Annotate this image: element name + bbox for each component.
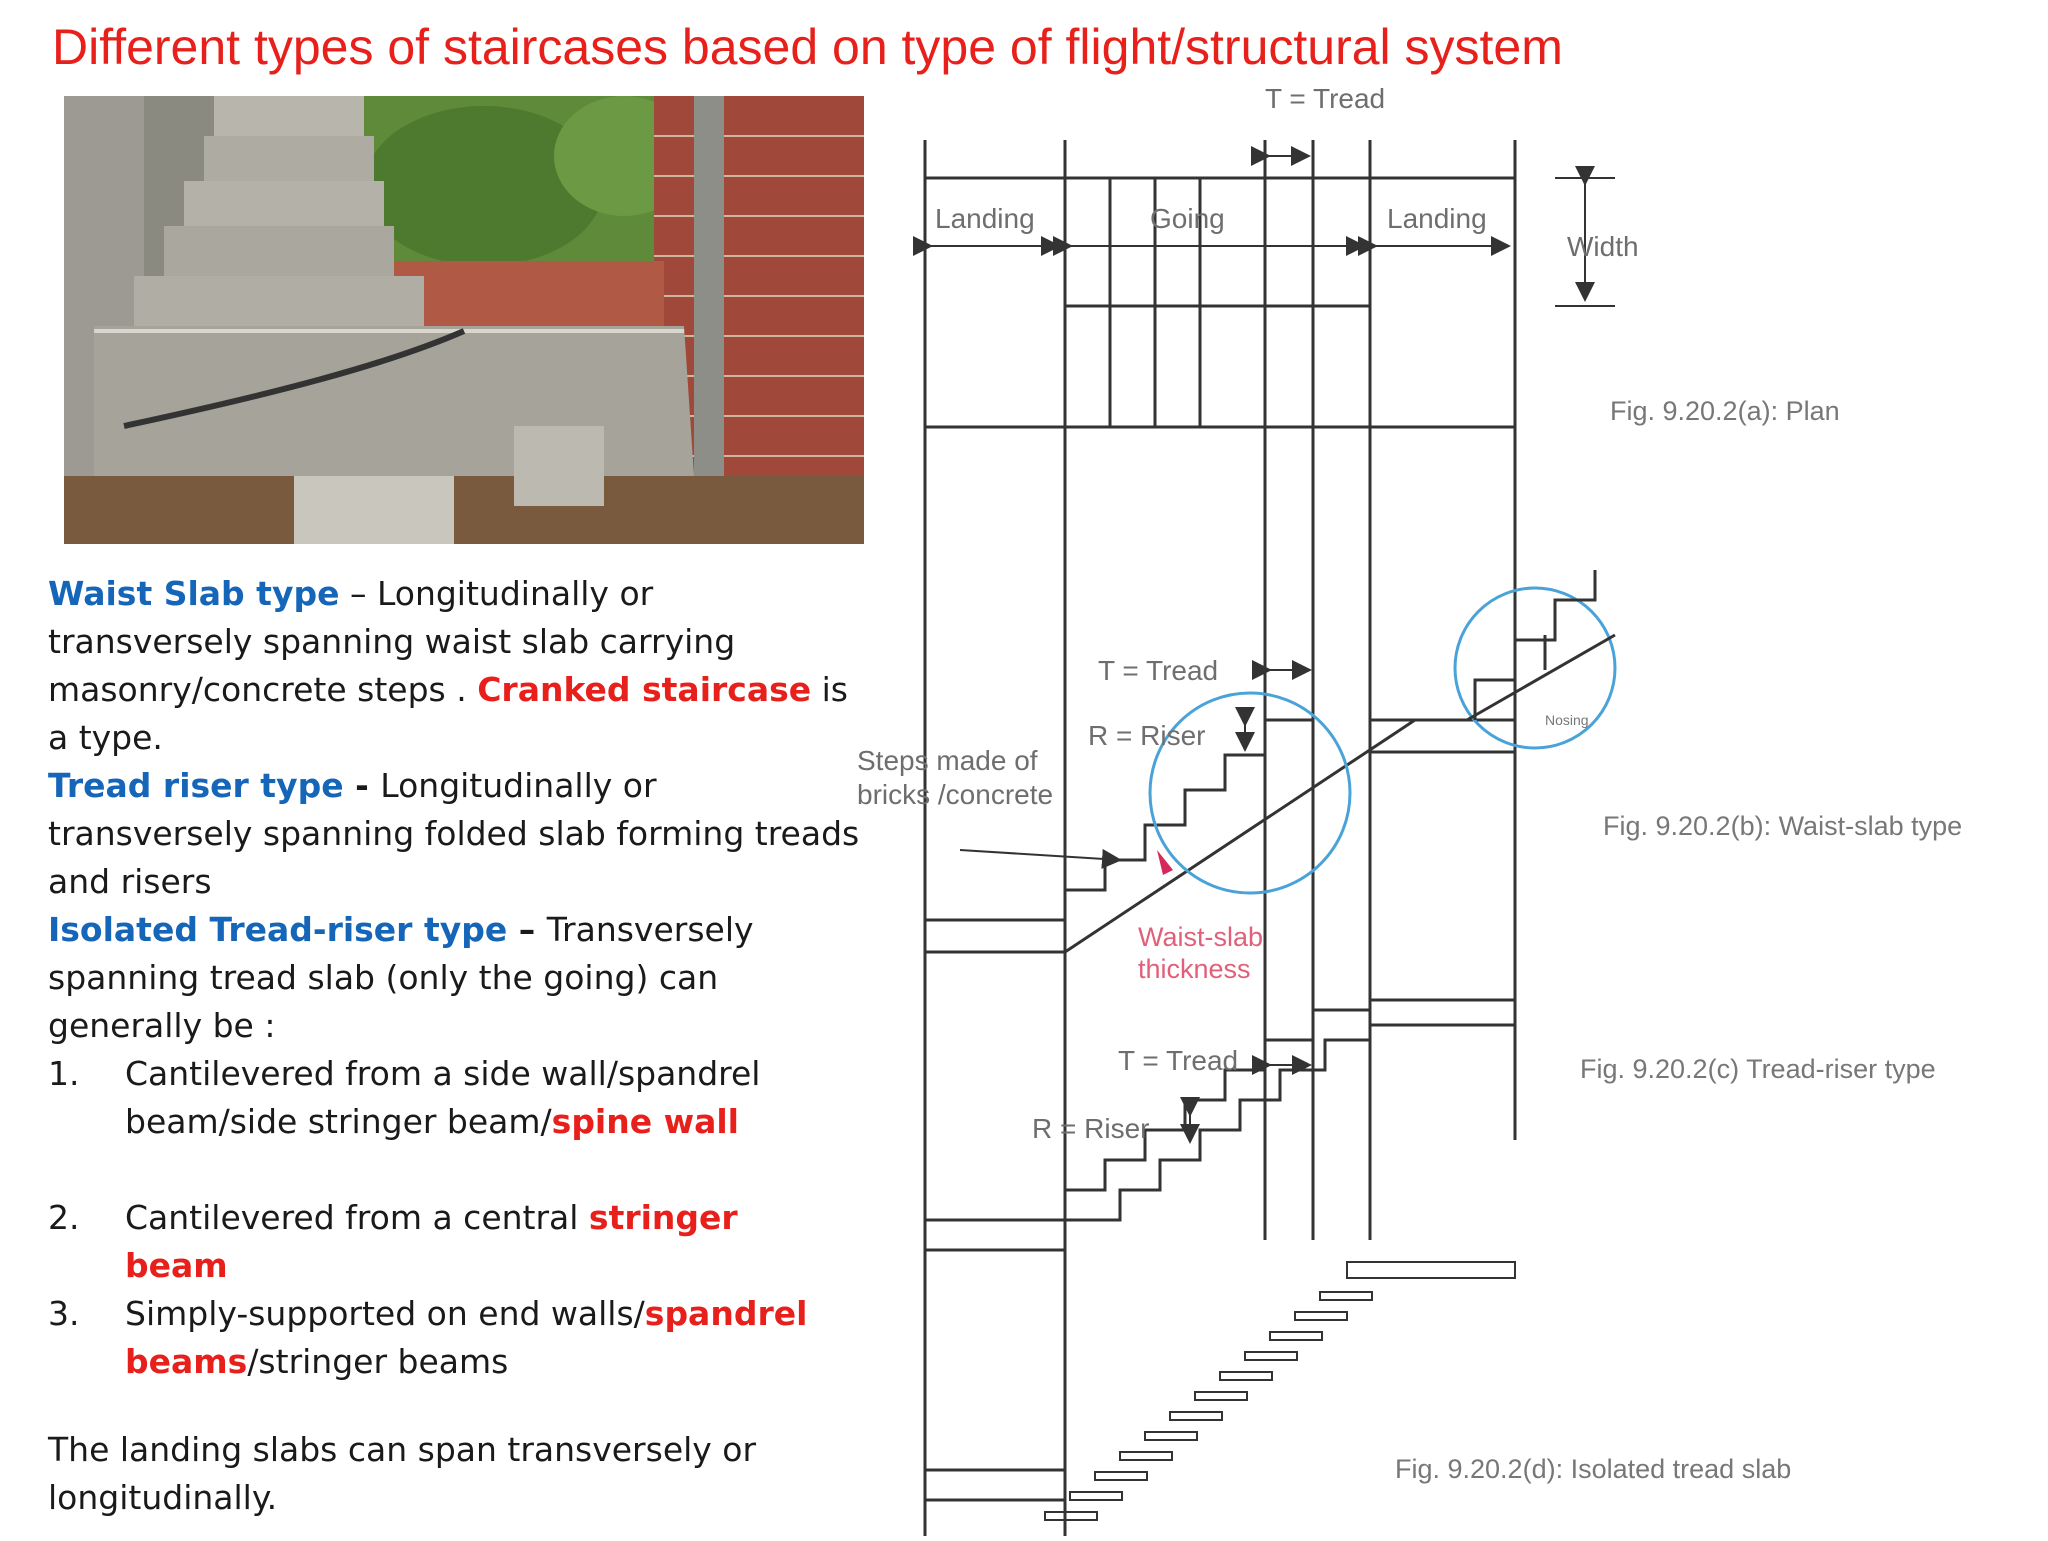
- list-item-1-text: Cantilevered from a side wall/spandrel b…: [125, 1054, 761, 1141]
- waist-slab-separator: –: [339, 574, 377, 613]
- landing-right-label: Landing: [1387, 203, 1487, 234]
- r-riser-c-label: R = Riser: [1032, 1113, 1149, 1144]
- r-riser-b-label: R = Riser: [1088, 720, 1205, 751]
- list-item-2-text: Cantilevered from a central: [125, 1198, 589, 1237]
- nosing-detail-circle: [1453, 586, 1617, 750]
- waist-slab-label: Waist-slab: [1138, 922, 1263, 952]
- waist-slab-paragraph: Waist Slab type – Longitudinally or tran…: [48, 570, 868, 762]
- tread-riser-heading: Tread riser type: [48, 766, 344, 805]
- list-number-3: 3.: [48, 1294, 80, 1333]
- isolated-paragraph: Isolated Tread-riser type – Transversely…: [48, 906, 868, 1050]
- list-number-2: 2.: [48, 1198, 80, 1237]
- waist-slab-text: Longitudinally or transversely spanning …: [48, 574, 736, 709]
- landing-left-label: Landing: [935, 203, 1035, 234]
- list-item-1: Cantilevered from a side wall/spandrel b…: [125, 1050, 845, 1146]
- isolated-separator: –: [507, 910, 547, 949]
- staircase-diagram: T = Tread Landing Going Landing Width Fi…: [855, 80, 2048, 1536]
- cranked-staircase-highlight: Cranked staircase: [477, 670, 812, 709]
- list-item-3: Simply-supported on end walls/spandrel b…: [125, 1290, 845, 1386]
- isolated-text: Transversely spanning tread slab (only t…: [48, 910, 754, 1045]
- t-tread-c-label: T = Tread: [1118, 1045, 1238, 1076]
- width-label: Width: [1567, 231, 1639, 262]
- list-item-2: Cantilevered from a central stringer bea…: [125, 1194, 845, 1290]
- spandrel-beams-highlight: spandrel beams: [125, 1294, 808, 1381]
- tread-riser-text: Longitudinally or transversely spanning …: [48, 766, 860, 901]
- steps-made-of-label: Steps made of: [857, 745, 1038, 776]
- landing-note: The landing slabs can span transversely …: [48, 1430, 757, 1517]
- list-item-3-text: Simply-supported on end walls/: [125, 1294, 645, 1333]
- tread-riser-separator: -: [343, 766, 381, 805]
- detail-circle-b: [1148, 691, 1352, 895]
- fig-d-caption: Fig. 9.20.2(d): Isolated tread slab: [1395, 1454, 1791, 1484]
- isolated-heading: Isolated Tread-riser type: [48, 910, 508, 949]
- slide-title: Different types of staircases based on t…: [52, 19, 1563, 75]
- t-tread-top-label: T = Tread: [1265, 83, 1385, 114]
- tread-riser-paragraph: Tread riser type - Longitudinally or tra…: [48, 762, 868, 906]
- t-tread-b-label: T = Tread: [1098, 655, 1218, 686]
- going-label: Going: [1150, 203, 1225, 234]
- fig-c-caption: Fig. 9.20.2(c) Tread-riser type: [1580, 1054, 1936, 1084]
- thickness-label: thickness: [1138, 954, 1251, 984]
- staircase-photo: [64, 96, 864, 544]
- nosing-label: Nosing: [1545, 712, 1589, 728]
- waist-slab-heading: Waist Slab type: [48, 574, 340, 613]
- bricks-concrete-label: bricks /concrete: [857, 779, 1053, 810]
- stringer-beam-highlight: stringer beam: [125, 1198, 738, 1285]
- spine-wall-highlight: spine wall: [551, 1102, 739, 1141]
- list-number-1: 1.: [48, 1054, 80, 1093]
- fig-b-caption: Fig. 9.20.2(b): Waist-slab type: [1603, 811, 1962, 841]
- fig-a-caption: Fig. 9.20.2(a): Plan: [1610, 396, 1840, 426]
- list-item-3-text-end: /stringer beams: [247, 1342, 509, 1381]
- waist-slab-text-end: is a type.: [48, 670, 848, 757]
